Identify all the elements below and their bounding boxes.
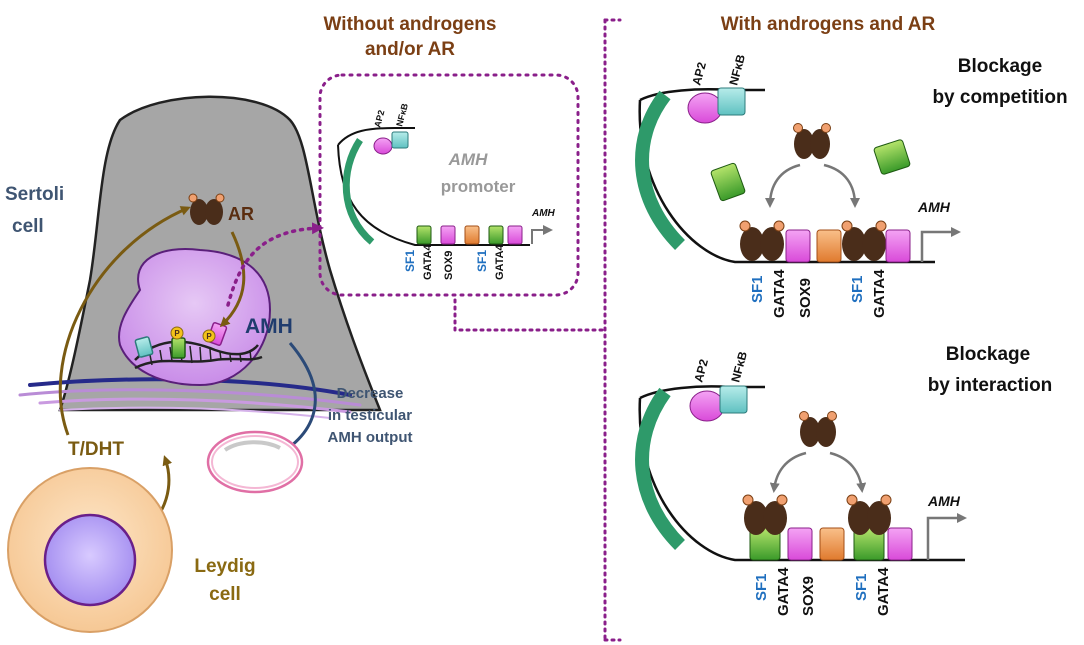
nfkb-factor: [134, 336, 154, 358]
phospho-label: P: [206, 332, 212, 341]
site-label-sox9: SOX9: [800, 576, 817, 616]
site-label-sf1: SF1: [753, 573, 770, 601]
site-label-gata4: GATA4: [422, 243, 434, 280]
site-label-gata4: GATA4: [771, 269, 788, 318]
tdht-label: T/DHT: [68, 439, 124, 460]
interaction-promoter-arc: [635, 387, 686, 550]
competition-amh-arrow-label: AMH: [917, 199, 951, 215]
sertoli-label-line1: Sertoli: [5, 184, 64, 205]
heading-without-line1: Without androgens: [324, 14, 497, 35]
nfkb-factor: [717, 87, 746, 116]
ar-label: AR: [228, 204, 254, 224]
sf1-factor: [171, 337, 186, 359]
phospho-marker: [170, 326, 184, 340]
androgen-receptor: [188, 193, 225, 225]
decrease-line2: in testicular: [328, 407, 412, 424]
site-label-sf1: SF1: [475, 250, 489, 272]
heading-with: With androgens and AR: [721, 14, 936, 35]
dotted-divider: [453, 18, 622, 642]
nucleus: [118, 248, 272, 387]
androgen-receptor: [799, 411, 837, 447]
nfkb-label: NFκB: [394, 102, 410, 128]
site-label-sf1: SF1: [849, 275, 866, 303]
leydig-cell: [7, 467, 173, 633]
ar-split-arrow-right: [823, 163, 860, 208]
site-label-sf1: SF1: [403, 250, 417, 272]
chromatin-dna: [134, 340, 263, 370]
tubule-section: [206, 430, 304, 494]
site-label-sf1: SF1: [749, 275, 766, 303]
interaction-title-line1: Blockage: [946, 344, 1030, 365]
competition-bound-ar: [739, 220, 887, 261]
amh-italic-label: AMH: [448, 150, 488, 169]
phospho-label: P: [174, 329, 180, 338]
sf1-factor-free: [873, 139, 911, 175]
site-label-gata4: GATA4: [871, 269, 888, 318]
tdht-to-ar-arrow: [58, 206, 191, 436]
site-label-sox9: SOX9: [443, 251, 455, 280]
nfkb-label: NFκB: [728, 350, 750, 384]
ar-to-nucleus-arrow: [219, 231, 246, 328]
promoter-dna: [337, 127, 530, 246]
nfkb-factor: [719, 385, 748, 414]
heading-without-line2: and/or AR: [365, 39, 455, 60]
site-label-gata4: GATA4: [494, 243, 506, 280]
ap2-factor: [689, 390, 725, 422]
interaction-sites: [787, 527, 913, 561]
ar-split-arrow-left: [769, 451, 807, 493]
promoter-arc: [342, 138, 375, 245]
promoter-sites: [416, 225, 523, 245]
promoter-tss-arrow: [531, 225, 553, 244]
promoter-box: [318, 73, 580, 297]
amh-label: AMH: [245, 315, 293, 338]
competition-title-line1: Blockage: [958, 56, 1042, 77]
leydig-label-line1: Leydig: [194, 556, 255, 577]
ap2-label: AP2: [691, 357, 711, 383]
sf1-factor-free: [710, 162, 746, 202]
promoter-amh-arrow-label: AMH: [531, 208, 556, 219]
nfkb-factor: [391, 131, 409, 149]
ar-split-arrow-right: [829, 451, 867, 493]
site-label-gata4: GATA4: [875, 567, 892, 616]
nucleus-to-promoter-arrow: [226, 222, 324, 307]
competition-title-line2: by competition: [932, 87, 1067, 108]
interaction-amh-arrow-label: AMH: [927, 493, 961, 509]
phospho-marker: [202, 329, 216, 343]
decrease-line3: AMH output: [328, 429, 413, 446]
sertoli-label-line2: cell: [12, 216, 44, 237]
interaction-title-line2: by interaction: [928, 375, 1053, 396]
interaction-bound-ar: [742, 494, 892, 561]
ar-split-arrow-left: [765, 163, 801, 208]
competition-sites: [785, 229, 911, 263]
site-label-sox9: SOX9: [797, 278, 814, 318]
ap2-label: AP2: [689, 60, 709, 86]
site-label-sf1: SF1: [853, 573, 870, 601]
competition-promoter-arc: [635, 90, 686, 250]
site-label-gata4: GATA4: [775, 567, 792, 616]
ap2-label: AP2: [372, 109, 386, 129]
promoter-label: promoter: [441, 177, 516, 196]
interaction-tss-arrow: [926, 513, 967, 560]
ap2-factor: [373, 137, 393, 155]
competition-tss-arrow: [920, 227, 961, 262]
androgen-receptor: [793, 123, 831, 159]
ap2-factor: [687, 92, 723, 124]
nfkb-label: NFκB: [726, 53, 748, 87]
decrease-line1: Decrease: [337, 385, 404, 402]
leydig-label-line2: cell: [209, 584, 241, 605]
